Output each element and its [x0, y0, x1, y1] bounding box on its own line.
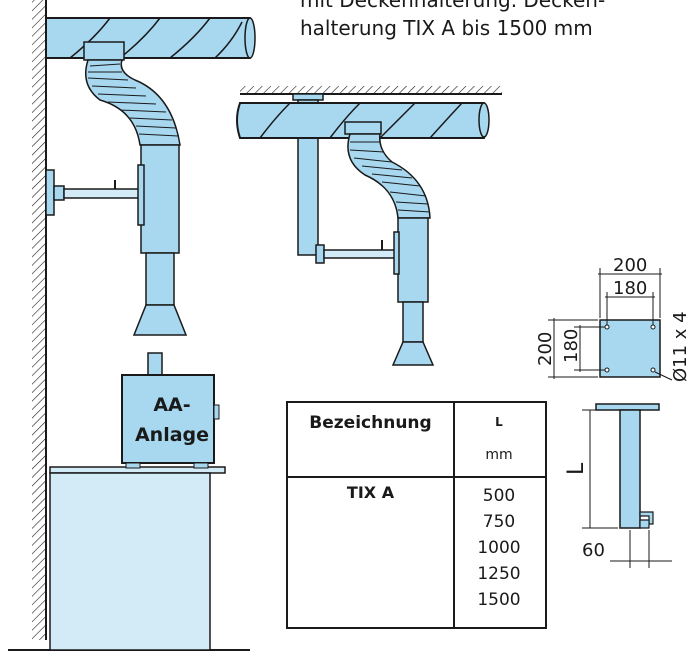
plate-width-inner: 180 [613, 278, 647, 299]
table-divider-vertical [453, 403, 455, 627]
table-divider-horizontal [288, 476, 545, 478]
plate-height-outer: 200 [535, 332, 556, 366]
unit-label-line1: AA- [153, 394, 190, 416]
table-value: 1250 [477, 564, 521, 584]
table-value: 500 [482, 486, 516, 506]
ceiling-assembly [236, 86, 502, 366]
plate-holes-label: Ø11 x 4 [670, 311, 691, 382]
plate-width-outer: 200 [613, 255, 647, 276]
mounting-plate: 200 180 200 180 Ø11 x 4 [535, 255, 691, 382]
main-duct-left [45, 17, 256, 59]
table-header-name: Bezeichnung [309, 413, 432, 433]
cabinet: AA- Anlage [49, 352, 226, 651]
bracket-offset-label: 60 [582, 540, 605, 561]
table-value: 750 [482, 512, 516, 532]
spec-table: Bezeichnung L mm TIX A 500 750 1000 1250… [286, 401, 547, 629]
table-header-length: L [495, 415, 503, 429]
unit-label-line2: Anlage [135, 424, 209, 446]
table-value: 1000 [477, 538, 521, 558]
table-row-name: TIX A [346, 483, 395, 502]
bracket-side-view: L 60 [564, 403, 672, 568]
table-values: 500 750 1000 1250 1500 [453, 483, 545, 613]
caption-line-1: mit Deckenhalterung. Decken- [300, 0, 606, 12]
plate-height-inner: 180 [561, 329, 582, 363]
caption: mit Deckenhalterung. Decken- halterung T… [300, 0, 690, 42]
table-value: 1500 [477, 590, 521, 610]
bracket-length-label: L [564, 462, 589, 475]
extraction-arm-left [45, 41, 188, 336]
table-header-unit: mm [485, 447, 513, 463]
caption-line-2: halterung TIX A bis 1500 mm [300, 16, 593, 40]
